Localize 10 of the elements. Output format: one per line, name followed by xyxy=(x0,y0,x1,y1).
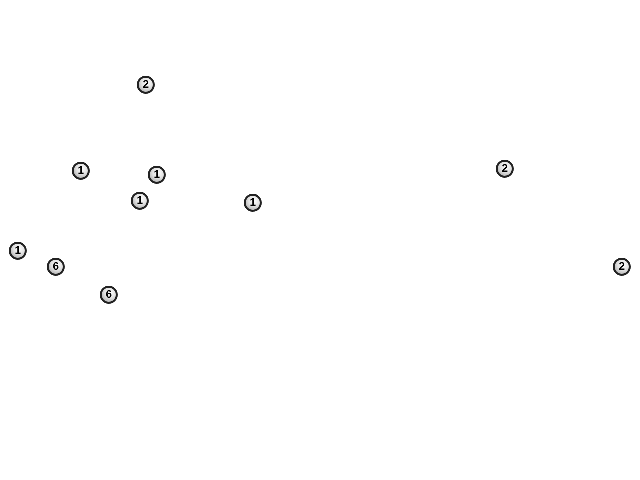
callout-number: 1 xyxy=(9,242,27,260)
callout-number: 1 xyxy=(72,162,90,180)
callout-number: 2 xyxy=(137,76,155,94)
callout-number: 6 xyxy=(100,286,118,304)
callout-number: 6 xyxy=(47,258,65,276)
callout-number: 2 xyxy=(496,160,514,178)
callout-number: 1 xyxy=(244,194,262,212)
callout-number: 1 xyxy=(148,166,166,184)
callout-number: 1 xyxy=(131,192,149,210)
callout-number: 2 xyxy=(613,258,631,276)
